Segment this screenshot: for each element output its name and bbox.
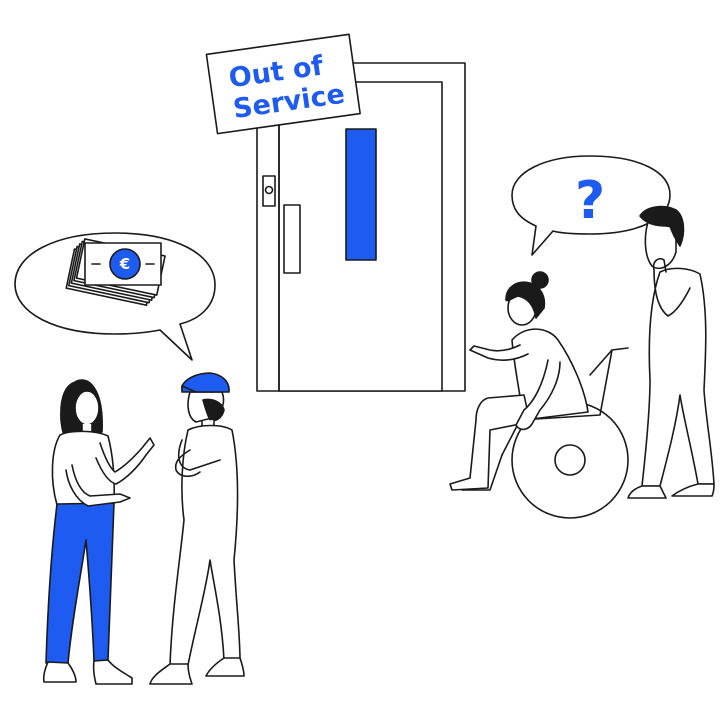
right-man-shoe-right bbox=[671, 483, 715, 497]
sign-board bbox=[205, 33, 361, 135]
wheelchair-frame bbox=[519, 349, 613, 421]
wheelchair-handle bbox=[589, 347, 629, 376]
man-cap-hair bbox=[202, 398, 225, 422]
speech-bubble-money: € bbox=[14, 232, 216, 361]
elevator-window bbox=[345, 128, 377, 261]
woman-shoe-left bbox=[42, 661, 77, 683]
speech-bubble-question: ? bbox=[511, 155, 671, 256]
banknotes-icon: € bbox=[65, 238, 166, 306]
man-cap-arms bbox=[174, 439, 221, 478]
man-with-cap bbox=[149, 372, 245, 685]
euro-icon: € bbox=[119, 255, 130, 273]
wheelchair-woman-hair bbox=[505, 281, 546, 319]
elevator-handle bbox=[283, 204, 301, 274]
right-man-body bbox=[641, 267, 715, 487]
man-cap-body bbox=[169, 424, 241, 666]
wheelchair-woman-arm bbox=[469, 344, 529, 361]
man-cap-shoe-left bbox=[149, 663, 193, 685]
woman-arm-raised bbox=[95, 437, 155, 485]
speech-bubble-right-outline bbox=[511, 155, 671, 256]
woman-left bbox=[42, 379, 155, 685]
out-of-service-sign: Out of Service bbox=[205, 33, 361, 135]
man-cap-shoe-right bbox=[205, 657, 245, 677]
cap-icon bbox=[181, 372, 230, 393]
hair-bun bbox=[531, 271, 549, 289]
woman-pants bbox=[45, 502, 115, 664]
woman-in-wheelchair bbox=[449, 271, 629, 519]
elevator bbox=[256, 62, 466, 392]
question-mark-icon: ? bbox=[575, 171, 605, 231]
euro-coin bbox=[109, 248, 141, 280]
woman-shoe-right bbox=[92, 659, 133, 685]
wheelchair-woman-leg bbox=[449, 394, 531, 491]
wheelchair-hub bbox=[554, 444, 586, 476]
woman-face bbox=[74, 390, 100, 426]
right-man-arm bbox=[652, 257, 691, 317]
woman-arm-lower bbox=[65, 464, 131, 507]
elevator-call-button bbox=[264, 185, 274, 195]
standing-man-right bbox=[627, 205, 715, 499]
wheelchair-footrest bbox=[461, 454, 503, 491]
right-man-face bbox=[644, 221, 677, 270]
right-man-hair bbox=[639, 205, 685, 247]
right-man-shoe-left bbox=[627, 485, 667, 499]
